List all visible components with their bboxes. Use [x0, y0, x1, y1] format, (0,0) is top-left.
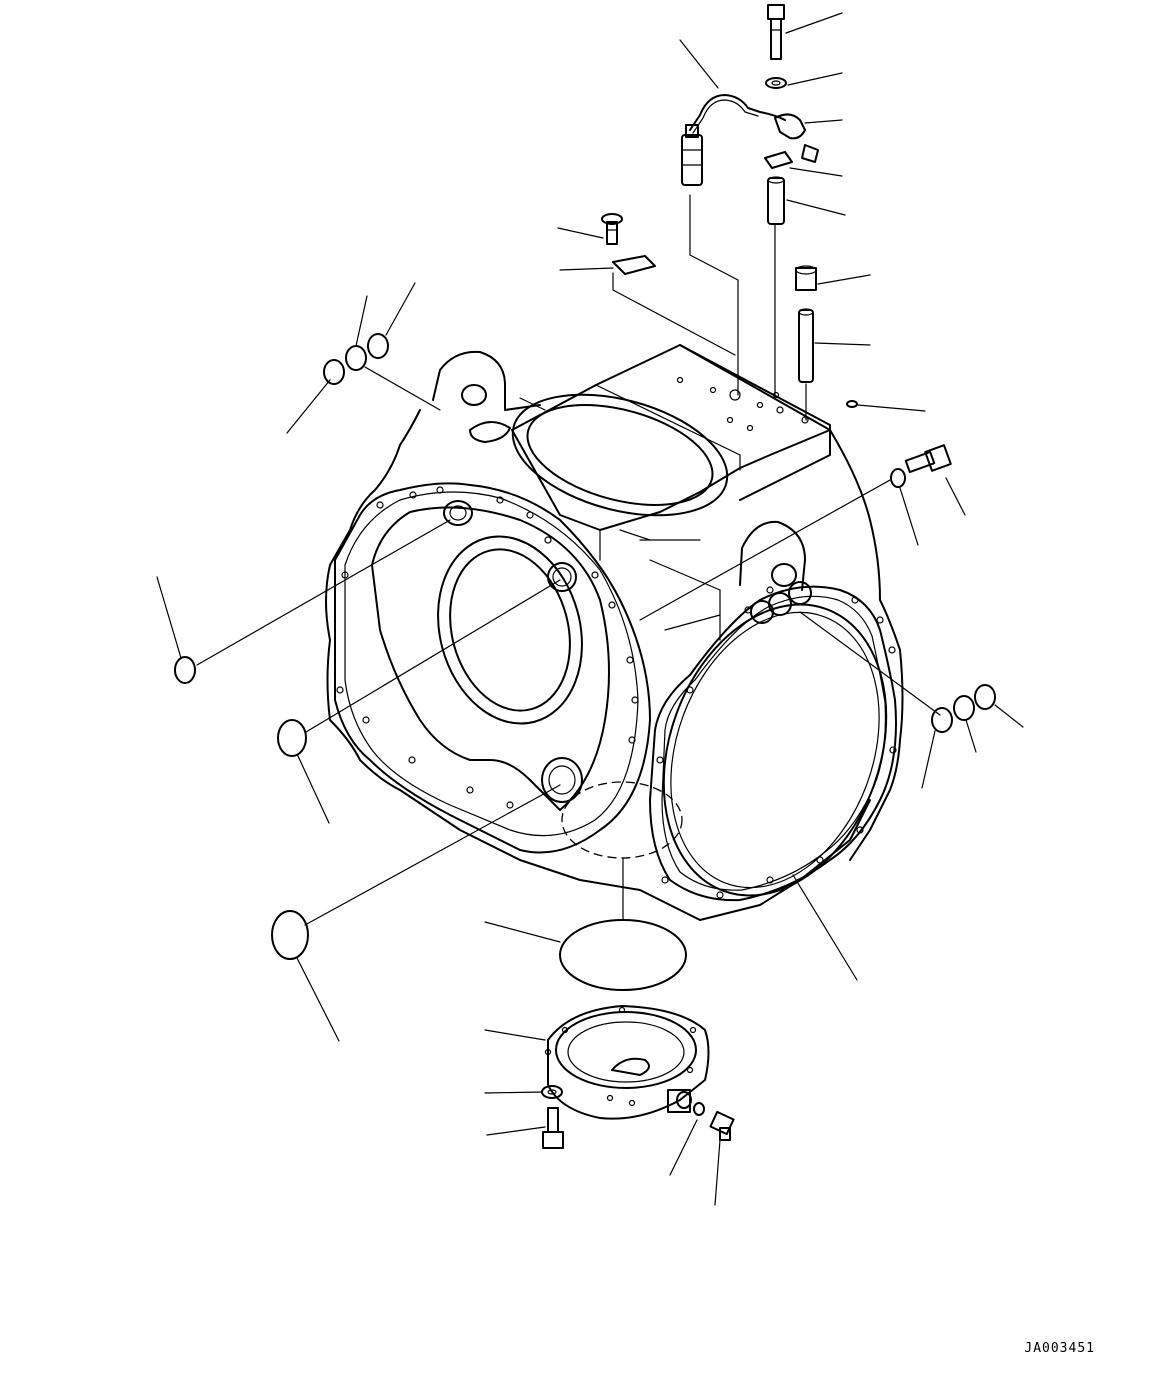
seal-ring-icon — [693, 1102, 705, 1116]
side-bolt-icon — [904, 444, 952, 474]
plug-icon — [846, 400, 858, 408]
nut-icon — [795, 265, 817, 291]
plugs-upper-left-icon — [323, 333, 389, 385]
clip-icon — [764, 151, 793, 169]
drawing-reference-code: JA003451 — [1024, 1341, 1095, 1356]
bolt-icon — [767, 4, 785, 60]
transmission-case-housing — [325, 344, 904, 921]
plug-left-large-icon — [271, 910, 309, 960]
cover-icon — [544, 1005, 710, 1120]
washer-icon — [765, 77, 787, 89]
plugs-right-icon — [931, 684, 996, 733]
cover-bolt-icon — [542, 1107, 564, 1149]
side-washer-icon — [890, 468, 906, 488]
plate-icon — [612, 255, 656, 275]
o-ring-icon — [559, 919, 687, 991]
drain-plug-icon — [709, 1110, 735, 1141]
plug-left-medium-icon — [277, 719, 307, 757]
plug-left-small-icon — [174, 656, 196, 684]
pin-icon — [798, 308, 814, 383]
harness-clamp-icon — [774, 113, 819, 163]
screw-icon — [601, 213, 623, 245]
wire-harness-sensor-icon — [681, 94, 786, 186]
leader-lines — [156, 12, 1024, 1206]
collar-icon — [767, 176, 785, 225]
